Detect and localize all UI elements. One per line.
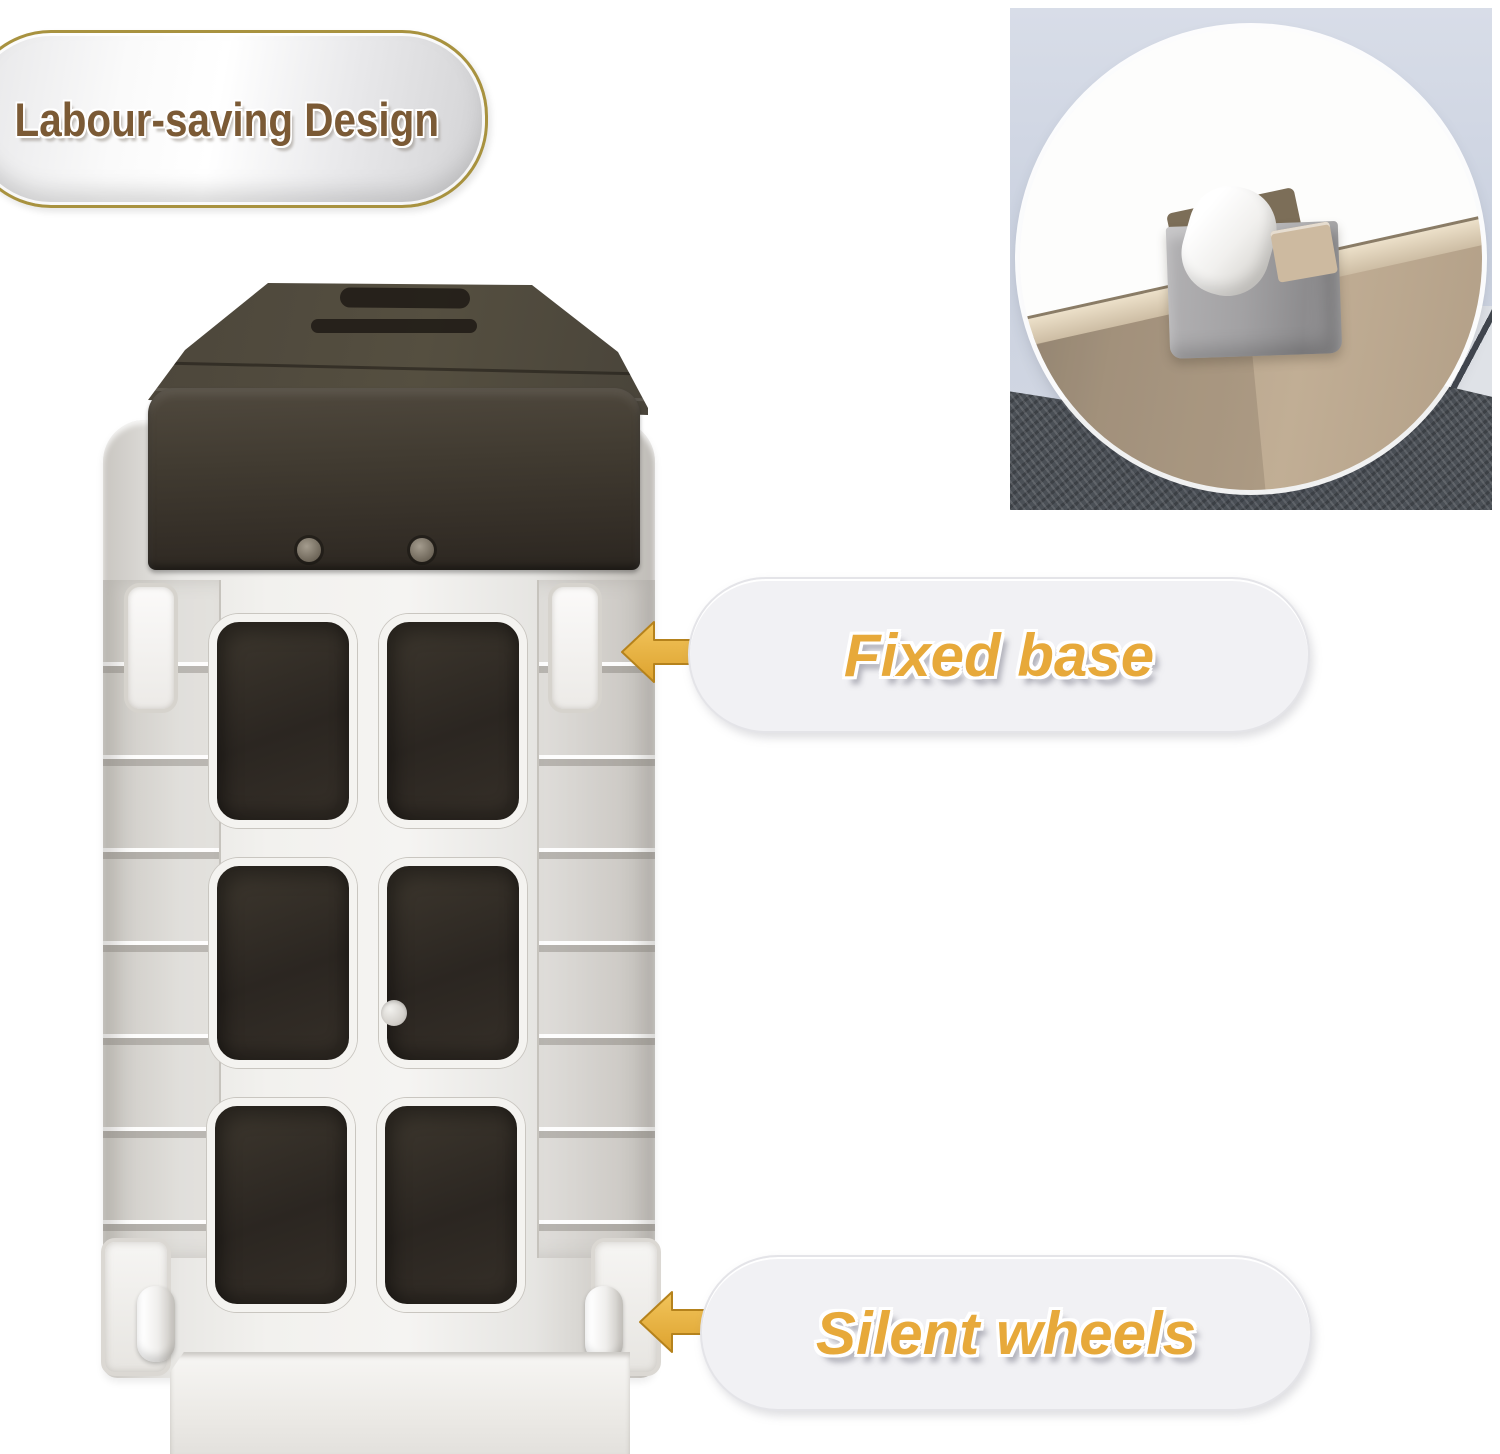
box-white-base xyxy=(101,420,661,1378)
rim-flap xyxy=(1269,221,1339,283)
box-lid-front xyxy=(148,388,640,570)
drawer-window xyxy=(379,614,527,828)
storage-box-photo xyxy=(85,272,665,1454)
wheel-closeup-circle xyxy=(1020,28,1482,490)
screw xyxy=(297,538,321,562)
fixed-base-label: Fixed base xyxy=(843,621,1155,689)
fixed-base-bracket-left xyxy=(124,583,178,713)
center-pin xyxy=(381,1000,407,1026)
screw xyxy=(410,538,434,562)
base-bottom-skirt xyxy=(170,1352,630,1454)
lid-seam xyxy=(158,361,648,376)
drawer-window xyxy=(209,858,357,1068)
handle-slot xyxy=(339,287,471,309)
labour-saving-badge: Labour-saving Design xyxy=(0,30,488,208)
drawer-window xyxy=(379,858,527,1068)
callout-fixed-base: Fixed base xyxy=(688,577,1310,733)
callout-silent-wheels: Silent wheels xyxy=(700,1255,1312,1411)
fixed-base-bracket-right xyxy=(548,583,602,713)
badge-label: Labour-saving Design xyxy=(14,92,439,146)
base-rib-left xyxy=(103,580,221,1258)
wheel-detail-inset-photo xyxy=(1010,8,1492,510)
drawer-window xyxy=(207,1098,355,1312)
silent-wheels-label: Silent wheels xyxy=(815,1299,1197,1367)
drawer-window xyxy=(209,614,357,828)
silent-wheel-left xyxy=(137,1286,175,1362)
silent-wheel-right xyxy=(585,1286,623,1362)
handle-slot xyxy=(311,319,477,333)
drawer-window xyxy=(377,1098,525,1312)
